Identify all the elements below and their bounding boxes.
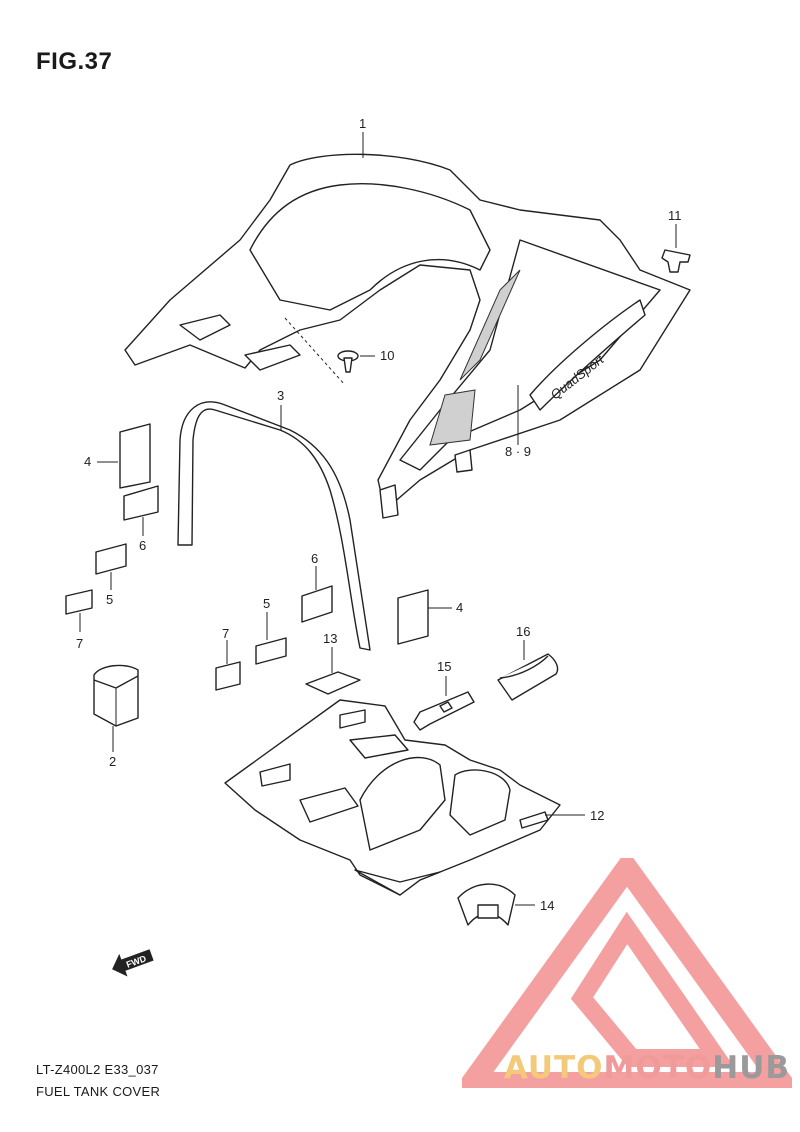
fwd-label: FWD (125, 953, 148, 970)
callout-5-mid: 5 (263, 596, 270, 611)
callout-15: 15 (437, 659, 451, 674)
part-pad-5-left[interactable] (95, 543, 127, 575)
part-pad-6-left[interactable] (123, 485, 159, 521)
part-pad-4-left[interactable] (119, 423, 151, 489)
callout-3: 3 (277, 388, 284, 403)
model-code: LT-Z400L2 E33_037 (36, 1062, 159, 1077)
callout-10: 10 (380, 348, 394, 363)
callout-16: 16 (516, 624, 530, 639)
watermark-part-auto: AUTO (503, 1050, 604, 1086)
watermark-text: AUTOMOTOHUB (504, 1050, 790, 1086)
callout-1: 1 (359, 116, 366, 131)
fwd-arrow: FWD (112, 949, 154, 977)
callout-14: 14 (540, 898, 554, 913)
callout-8-9: 8 · 9 (505, 444, 531, 459)
callout-6-mid: 6 (311, 551, 318, 566)
callout-11: 11 (668, 208, 682, 223)
callout-6-left: 6 (139, 538, 146, 553)
part-under-tray-12[interactable] (224, 699, 561, 896)
part-cushion-3[interactable] (177, 401, 371, 651)
callout-5-left: 5 (106, 592, 113, 607)
figure-title: FIG.37 (36, 48, 113, 75)
part-cover-16[interactable] (497, 653, 559, 701)
callout-2: 2 (109, 754, 116, 769)
callout-13: 13 (323, 631, 337, 646)
part-pad-7-left[interactable] (65, 589, 93, 615)
callout-7-left: 7 (76, 636, 83, 651)
part-block-2[interactable] (93, 664, 139, 727)
part-fuel-tank-cover[interactable]: QuadSport (124, 153, 691, 519)
part-pad-6-mid[interactable] (301, 585, 333, 623)
part-clip-11[interactable] (661, 249, 691, 273)
watermark-part-hub: HUB (712, 1050, 790, 1086)
part-pad-4-right[interactable] (397, 589, 429, 645)
part-bracket-15[interactable] (413, 691, 475, 731)
callout-7-mid: 7 (222, 626, 229, 641)
part-pad-7-mid[interactable] (215, 661, 241, 691)
part-pad-5-mid[interactable] (255, 637, 287, 665)
part-pad-13[interactable] (305, 671, 361, 695)
part-holder-14[interactable] (457, 883, 516, 926)
callout-4-right: 4 (456, 600, 463, 615)
callout-4-left: 4 (84, 454, 91, 469)
model-name: FUEL TANK COVER (36, 1084, 161, 1099)
watermark-logo (462, 858, 792, 1088)
watermark-part-moto: MOTO (603, 1050, 713, 1086)
part-bolt-10[interactable] (337, 350, 359, 373)
callout-12: 12 (590, 808, 604, 823)
